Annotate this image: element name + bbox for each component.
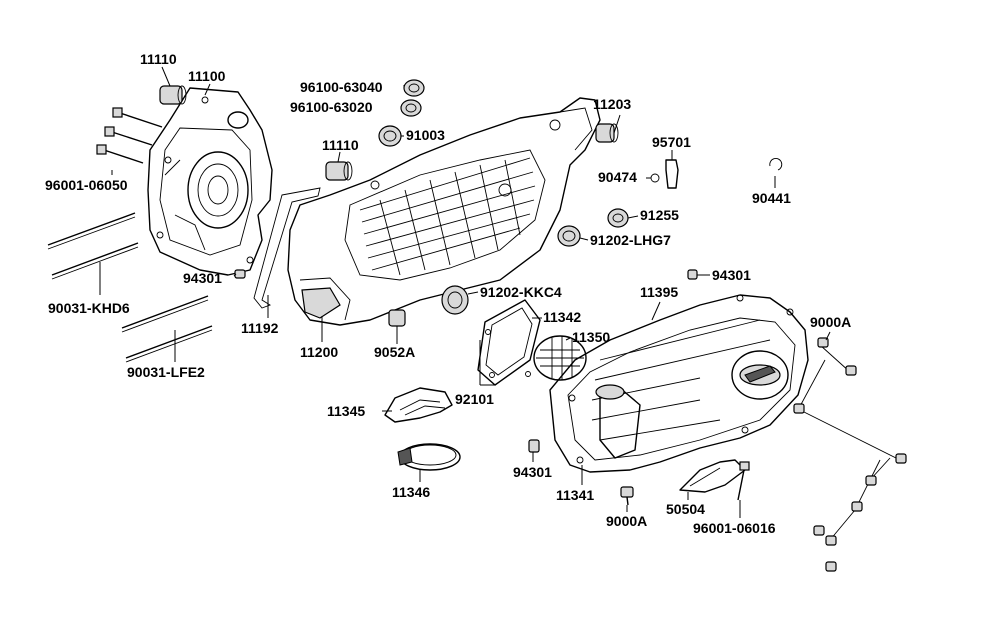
bushing-11203 <box>595 123 619 143</box>
studs-90031-LFE2 <box>121 295 213 363</box>
label-96001-06016: 96001-06016 <box>693 520 776 536</box>
label-96001-06050: 96001-06050 <box>45 177 128 193</box>
label-96100-63040: 96100-63040 <box>300 79 383 95</box>
crankcase-grid <box>359 157 536 276</box>
bearing-96100-63020 <box>400 99 422 117</box>
leader-lines <box>99 66 831 518</box>
label-91202-LHG7: 91202-LHG7 <box>590 232 671 248</box>
label-11100: 11100 <box>188 68 226 84</box>
gasket-11192 <box>253 187 321 309</box>
label-91255: 91255 <box>640 207 679 223</box>
label-94301-lower: 94301 <box>513 464 552 480</box>
right-crankcase-11200 <box>287 97 601 326</box>
label-11203: 11203 <box>593 96 631 112</box>
label-11110-right: 11110 <box>322 137 359 153</box>
left-crankcase-11100 <box>147 87 273 276</box>
vent-grille-11350 <box>533 335 587 381</box>
dowel-94301-lower <box>528 439 540 453</box>
label-11342: 11342 <box>543 309 581 325</box>
label-91202-KKC4: 91202-KKC4 <box>480 284 562 300</box>
label-92101: 92101 <box>455 391 494 407</box>
label-90031-LFE2: 90031-LFE2 <box>127 364 205 380</box>
bolt-96001-06016 <box>737 461 750 501</box>
seal-91003 <box>378 125 402 147</box>
label-11346: 11346 <box>392 484 430 500</box>
bushing-11110-left <box>159 85 187 105</box>
studs-90031-KHD6 <box>47 212 139 280</box>
label-9000A-lower: 9000A <box>606 513 647 529</box>
label-95701: 95701 <box>652 134 691 150</box>
label-11341: 11341 <box>556 487 594 503</box>
bolt-9000A-lower <box>620 486 634 506</box>
label-94301-cover: 94301 <box>712 267 751 283</box>
label-11200: 11200 <box>300 344 338 360</box>
label-90474: 90474 <box>598 169 637 185</box>
cvt-cover-11341 <box>549 294 809 473</box>
clamp-ring-11346 <box>397 443 461 471</box>
dowel-94301-cover <box>687 269 698 280</box>
label-11192: 11192 <box>241 320 279 336</box>
dowel-94301-left <box>234 269 246 279</box>
bushing-11110-right <box>325 161 353 181</box>
label-94301-left: 94301 <box>183 270 222 286</box>
label-90441: 90441 <box>752 190 791 206</box>
cover-plate-11342 <box>477 299 541 386</box>
callout-labels: 11110 11100 96100-63040 96100-63020 9100… <box>45 51 851 536</box>
bearing-96100-63040 <box>403 79 425 97</box>
label-11110-left: 11110 <box>140 51 177 67</box>
label-11350: 11350 <box>572 329 610 345</box>
label-9000A-upper: 9000A <box>810 314 851 330</box>
seal-91255 <box>607 208 629 228</box>
bracket-50504 <box>679 459 746 493</box>
label-91003: 91003 <box>406 127 445 143</box>
label-9052A: 9052A <box>374 344 415 360</box>
bolts-96001-06050 <box>96 107 163 164</box>
label-50504: 50504 <box>666 501 705 517</box>
label-11395: 11395 <box>640 284 678 300</box>
label-11345: 11345 <box>327 403 365 419</box>
seal-91202-LHG7 <box>557 225 581 247</box>
seal-91202-KKC4 <box>441 285 469 315</box>
washer-90474 <box>650 173 660 183</box>
bushing-9052A <box>388 309 406 327</box>
bolt-chain-9000A <box>793 337 907 572</box>
bolt-95701 <box>665 159 679 189</box>
clip-90441 <box>769 158 783 171</box>
intake-duct-11345 <box>384 387 453 423</box>
label-90031-KHD6: 90031-KHD6 <box>48 300 130 316</box>
label-96100-63020: 96100-63020 <box>290 99 373 115</box>
